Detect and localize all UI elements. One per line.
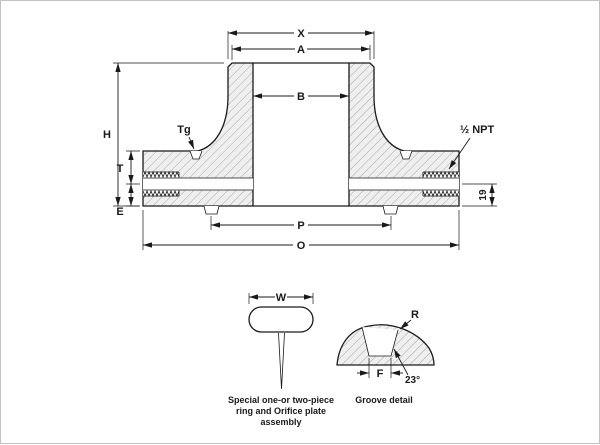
dim-label-p: P: [297, 220, 304, 232]
dim-X: X: [227, 28, 375, 59]
dim-NPT-leader: [448, 137, 471, 170]
dim-label-o: O: [297, 240, 306, 252]
dim-Tg-leader: [188, 136, 195, 150]
groove-caption: Groove detail: [355, 395, 413, 405]
dim-T: T: [117, 150, 140, 207]
flange-body-left: [142, 62, 254, 207]
dim-label-x: X: [297, 28, 305, 40]
dim-label-19: 19: [478, 189, 489, 201]
dim-label-w: W: [276, 292, 287, 304]
groove-cavity-outline: [361, 326, 399, 357]
dim-B: B: [253, 91, 349, 103]
dim-label-h: H: [103, 129, 111, 141]
dim-label-npt: ½ NPT: [460, 124, 495, 136]
dim-P: P: [210, 216, 392, 232]
plate-caption-line3: assembly: [260, 417, 301, 427]
plate-caption-line1: Special one-or two-piece: [228, 395, 334, 405]
npt-thread-symbol-icon: [142, 170, 460, 198]
dim-label-e: E: [116, 206, 123, 218]
dim-19: 19: [462, 183, 497, 207]
groove-detail: R F 23° Groove detail: [336, 309, 435, 405]
flange-cross-section: [142, 62, 460, 215]
plate-caption-line2: ring and Orifice plate: [236, 406, 326, 416]
dim-label-b: B: [297, 91, 305, 103]
dim-O: O: [142, 210, 460, 252]
face-groove-outline: [189, 150, 413, 160]
dim-label-f: F: [377, 368, 384, 380]
dim-Tg: Tg: [177, 124, 195, 150]
bore-edges: [253, 62, 349, 207]
orifice-plate-handle: [278, 332, 285, 390]
dim-T-extension-lines: [126, 150, 140, 207]
flange-body-right: [348, 62, 460, 207]
dim-label-tg: Tg: [177, 124, 190, 136]
dim-label-a: A: [297, 44, 305, 56]
orifice-plate-detail: W Special one-or two-piece ring and Orif…: [228, 292, 334, 427]
dim-label-t: T: [117, 163, 124, 175]
orifice-plate-head: [248, 306, 314, 333]
dim-angle-leader: [393, 348, 409, 376]
groove-cavity-fill: [362, 327, 398, 356]
bolt-hole-marks: [203, 205, 399, 215]
dim-label-angle: 23°: [405, 375, 420, 386]
dim-label-r: R: [411, 309, 419, 321]
dim-A: A: [231, 44, 371, 60]
dim-NPT: ½ NPT: [448, 124, 495, 170]
bolt-hole-marks-fill: [204, 206, 398, 214]
dim-E: E: [116, 184, 134, 218]
dimensions: X A B H T E: [103, 28, 497, 252]
dim-R-leader: [399, 319, 412, 330]
